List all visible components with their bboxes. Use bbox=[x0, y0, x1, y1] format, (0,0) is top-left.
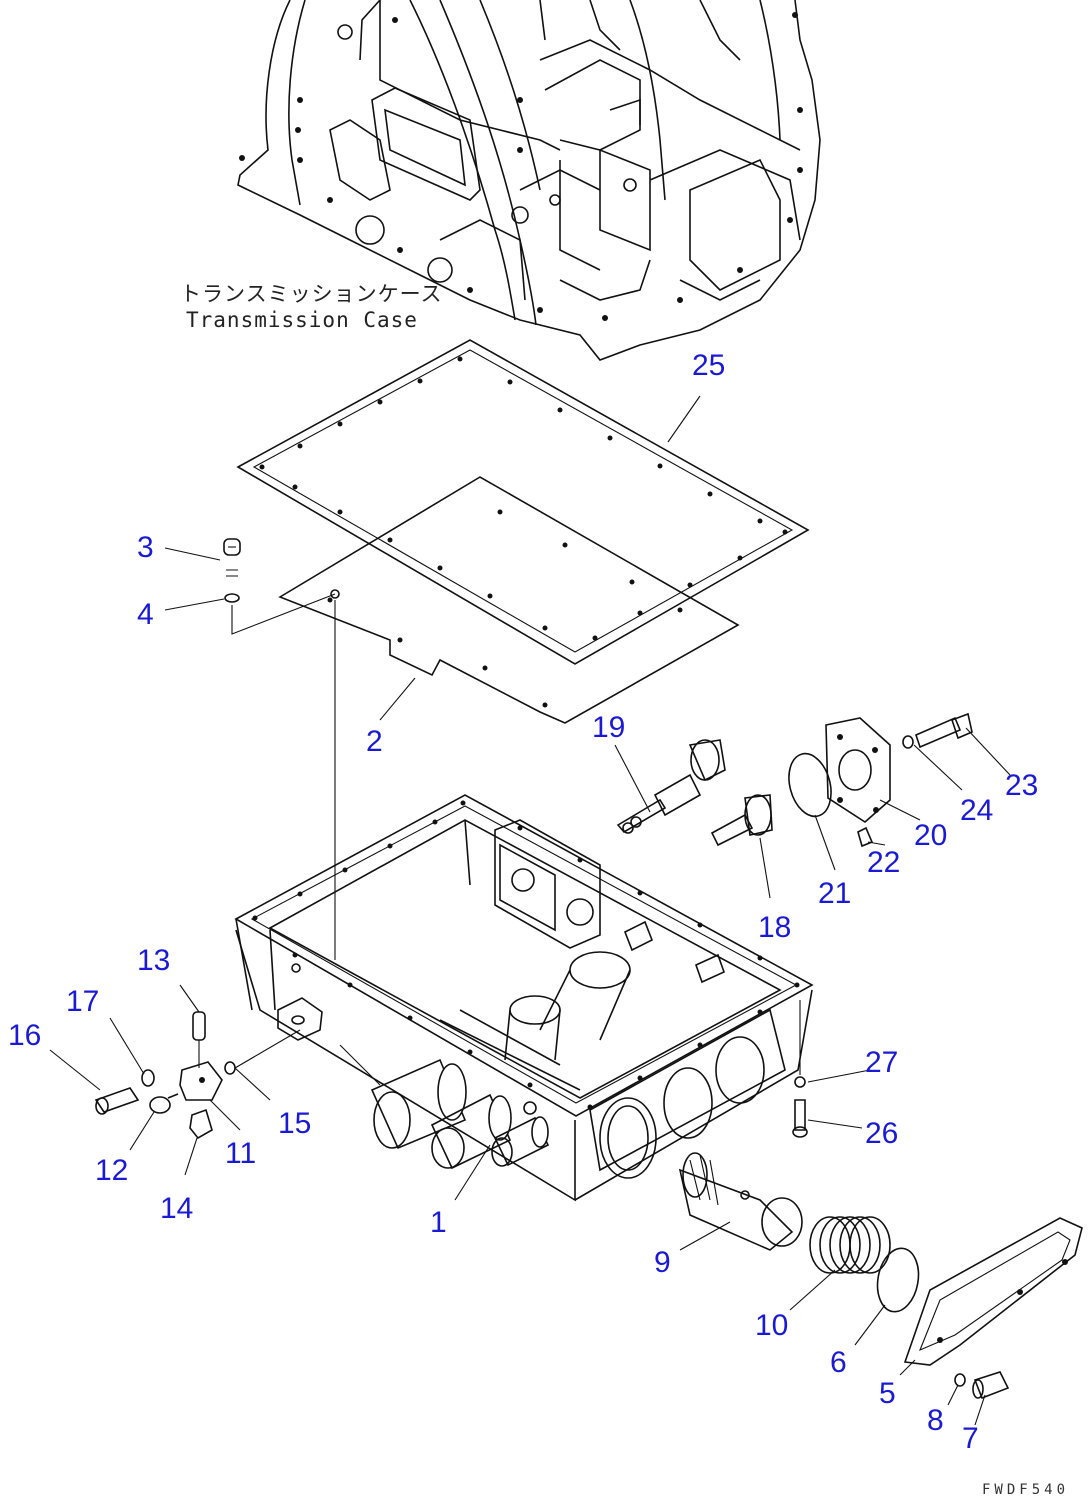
label-part-2: 2 bbox=[366, 725, 383, 758]
label-part-17: 17 bbox=[66, 985, 99, 1018]
label-part-25: 25 bbox=[692, 349, 725, 382]
label-part-22: 22 bbox=[867, 846, 900, 879]
label-part-6: 6 bbox=[830, 1346, 847, 1379]
label-part-20: 20 bbox=[914, 819, 947, 852]
label-part-26: 26 bbox=[865, 1117, 898, 1150]
label-part-4: 4 bbox=[137, 598, 154, 631]
label-part-14: 14 bbox=[160, 1192, 193, 1225]
label-part-24: 24 bbox=[960, 794, 993, 827]
plug-3-washer-4 bbox=[223, 538, 336, 960]
label-part-11: 11 bbox=[225, 1137, 256, 1170]
drawing-number: FWDF540 bbox=[982, 1482, 1069, 1498]
oil-pan-1 bbox=[234, 794, 814, 1202]
gasket-25 bbox=[236, 339, 810, 665]
label-part-15: 15 bbox=[278, 1107, 311, 1140]
label-part-10: 10 bbox=[755, 1309, 788, 1342]
drain-parts bbox=[94, 1000, 808, 1140]
label-part-9: 9 bbox=[654, 1246, 671, 1279]
leader-lines bbox=[49, 395, 1011, 1426]
label-part-19: 19 bbox=[592, 711, 625, 744]
label-part-1: 1 bbox=[430, 1206, 447, 1239]
label-part-16: 16 bbox=[8, 1019, 41, 1052]
label-part-5: 5 bbox=[879, 1377, 896, 1410]
transmission-case-drawing: トランスミッションケース Transmission Case bbox=[180, 0, 821, 361]
case-label-jp: トランスミッションケース bbox=[180, 282, 443, 306]
label-part-27: 27 bbox=[865, 1046, 898, 1079]
label-part-8: 8 bbox=[927, 1404, 944, 1437]
strainer-assembly bbox=[678, 1152, 1083, 1400]
label-part-13: 13 bbox=[137, 944, 170, 977]
label-part-3: 3 bbox=[137, 531, 154, 564]
part-number-labels: 1 2 3 4 5 6 7 8 9 10 11 12 13 14 15 16 1… bbox=[8, 349, 1038, 1455]
case-label-en: Transmission Case bbox=[186, 308, 418, 332]
plate-2 bbox=[278, 476, 740, 724]
label-part-21: 21 bbox=[818, 877, 851, 910]
label-part-12: 12 bbox=[95, 1154, 128, 1187]
label-part-18: 18 bbox=[758, 911, 791, 944]
valve-assembly bbox=[616, 712, 973, 848]
label-part-7: 7 bbox=[962, 1422, 979, 1455]
label-part-23: 23 bbox=[1005, 769, 1038, 802]
